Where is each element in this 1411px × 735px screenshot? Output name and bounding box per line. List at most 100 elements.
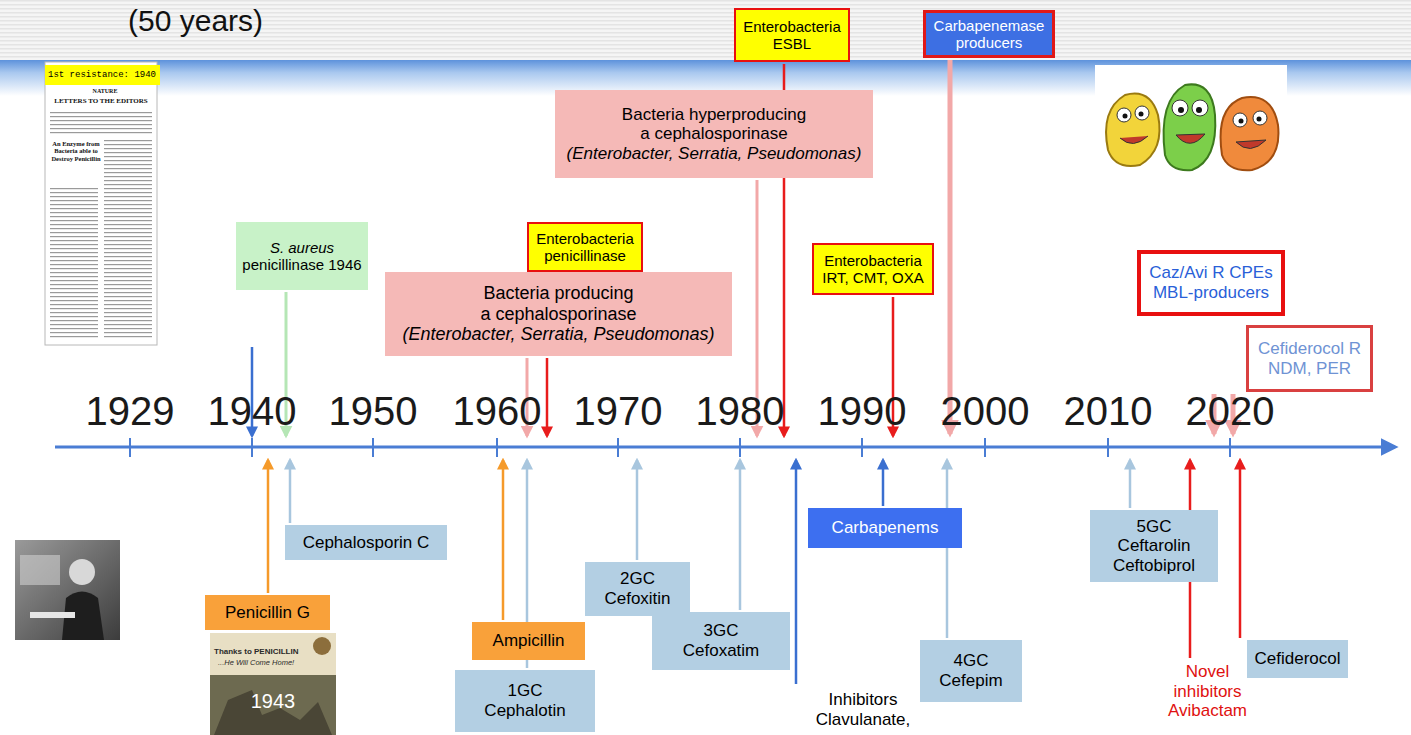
- axis-tick: [984, 438, 986, 457]
- box-text: Caz/Avi R CPEs MBL-producers: [1145, 263, 1277, 302]
- poster-header: [210, 633, 336, 675]
- journal-page: [45, 62, 157, 345]
- time-axis: [55, 446, 1395, 449]
- event-box: Enterobacteria ESBL: [734, 8, 850, 62]
- drug-box: Cefiderocol: [1247, 640, 1348, 678]
- poster-text: Thanks to PENICILLIN: [214, 647, 314, 656]
- drug-box: Penicillin G: [205, 595, 330, 630]
- cartoon-pupil: [1139, 112, 1144, 117]
- event-box: Cefiderocol R NDM, PER: [1246, 325, 1373, 392]
- event-note: Novel inhibitors Avibactam: [1160, 662, 1255, 721]
- year-label: 2000: [930, 388, 1040, 434]
- journal-text-lines: [50, 188, 98, 340]
- box-text: Enterobacteria IRT, CMT, OXA: [818, 252, 928, 287]
- cartoon-pupil: [1123, 114, 1128, 119]
- box-text: S. aureus: [270, 239, 334, 256]
- event-band: Bacteria hyperproducing a cephalosporina…: [555, 90, 873, 178]
- drug-box: Cephalosporin C: [285, 525, 447, 560]
- cartoon-bacterium: [1221, 97, 1279, 170]
- axis-tick: [129, 438, 131, 457]
- box-text: Carbapenemase producers: [930, 17, 1048, 52]
- box-text: Enterobacteria penicillinase: [533, 230, 637, 265]
- drug-box: 2GC Cefoxitin: [585, 562, 690, 616]
- event-box: Caz/Avi R CPEs MBL-producers: [1137, 250, 1285, 316]
- cartoon-mouth: [1236, 140, 1266, 149]
- photo-bench: [30, 612, 75, 618]
- journal-text-lines: [50, 112, 152, 134]
- box-text: 5GC Ceftarolin Ceftobiprol: [1104, 517, 1204, 576]
- pointer-arrow: [795, 460, 798, 684]
- cartoon-bacterium: [1106, 94, 1159, 166]
- box-text: 1GC Cephalotin: [475, 681, 575, 720]
- axis-ticks: [130, 438, 1230, 457]
- event-box: Carbapenemase producers: [923, 10, 1055, 58]
- year-label: 1960: [442, 388, 552, 434]
- event-band: Bacteria producing a cephalosporinase(En…: [385, 272, 732, 356]
- article-title: An Enzyme from Bacteria able to Destroy …: [49, 140, 103, 162]
- year-label: 2010: [1053, 388, 1163, 434]
- pointer-arrow: [546, 358, 549, 436]
- cartoon-eye: [1233, 113, 1247, 127]
- poster-soldier: [214, 690, 332, 735]
- box-text: Cefiderocol R NDM, PER: [1253, 339, 1366, 378]
- box-text: (Enterobacter, Serratia, Pseudomonas): [402, 324, 714, 345]
- axis-tick: [251, 438, 253, 457]
- cartoon-pupil: [1257, 117, 1262, 122]
- cartoon-mouth: [1120, 136, 1148, 144]
- pointer-arrow: [267, 460, 270, 593]
- pointer-arrow: [948, 60, 953, 434]
- box-text: 2GC Cefoxitin: [595, 569, 680, 608]
- axis-tick: [739, 438, 741, 457]
- drug-box: 4GC Cefepim: [920, 640, 1022, 702]
- pointer-arrow: [1129, 460, 1132, 508]
- poster-emblem: [313, 637, 331, 655]
- year-label: 1940: [197, 388, 307, 434]
- journal-name: NATURE: [82, 88, 128, 95]
- pointer-arrow: [882, 460, 885, 506]
- drug-box: Carbapenems: [808, 508, 962, 548]
- pointer-arrow: [1239, 460, 1242, 638]
- journal-heading: LETTERS TO THE EDITORS: [48, 97, 154, 105]
- box-text: 1st resistance: 1940: [48, 70, 156, 80]
- pointer-arrow: [739, 460, 742, 610]
- poster-year: 1943: [238, 690, 308, 713]
- box-text: Ampicillin: [493, 631, 565, 651]
- axis-tick: [617, 438, 619, 457]
- cartoon-pupil: [1178, 107, 1184, 113]
- note-tag: 1st resistance: 1940: [45, 65, 160, 85]
- cartoon-eye: [1117, 108, 1131, 122]
- pointer-arrow: [636, 460, 639, 560]
- drug-box: 5GC Ceftarolin Ceftobiprol: [1090, 510, 1218, 582]
- cartoon-eye: [1172, 100, 1188, 116]
- cartoon-eye: [1253, 111, 1267, 125]
- cartoon-bacterium: [1164, 84, 1216, 170]
- axis-tick: [1229, 438, 1231, 457]
- cartoon-eye: [1135, 106, 1149, 120]
- box-text: Bacteria producing a cephalosporinase: [478, 283, 639, 324]
- cartoon-mouth: [1176, 134, 1205, 143]
- photo-head: [69, 559, 95, 585]
- event-box: Enterobacteria penicillinase: [527, 222, 643, 272]
- journal-text-lines: [104, 140, 152, 340]
- header-stripes: [0, 0, 1411, 60]
- box-text: Carbapenems: [832, 518, 939, 538]
- drug-box: 3GC Cefoxatim: [652, 612, 790, 670]
- box-text: 3GC Cefoxatim: [676, 621, 766, 660]
- portrait-photo: [15, 540, 120, 640]
- pointer-arrow: [946, 460, 949, 638]
- pointer-arrow: [502, 460, 505, 620]
- drug-box: 1GC Cephalotin: [455, 670, 595, 732]
- drug-box: Ampicillin: [472, 622, 585, 660]
- event-note: Inhibitors Clavulanate,: [790, 690, 936, 729]
- event-box: S. aureuspenicillinase 1946: [236, 222, 368, 290]
- axis-tick: [861, 438, 863, 457]
- year-label: 1990: [807, 388, 917, 434]
- axis-tick: [372, 438, 374, 457]
- cartoon-pupil: [1196, 107, 1202, 113]
- cartoon-eye: [1192, 100, 1208, 116]
- box-text: Cefiderocol: [1255, 649, 1341, 669]
- axis-tick: [1107, 438, 1109, 457]
- poster: [210, 633, 336, 735]
- box-text: Cephalosporin C: [303, 533, 430, 553]
